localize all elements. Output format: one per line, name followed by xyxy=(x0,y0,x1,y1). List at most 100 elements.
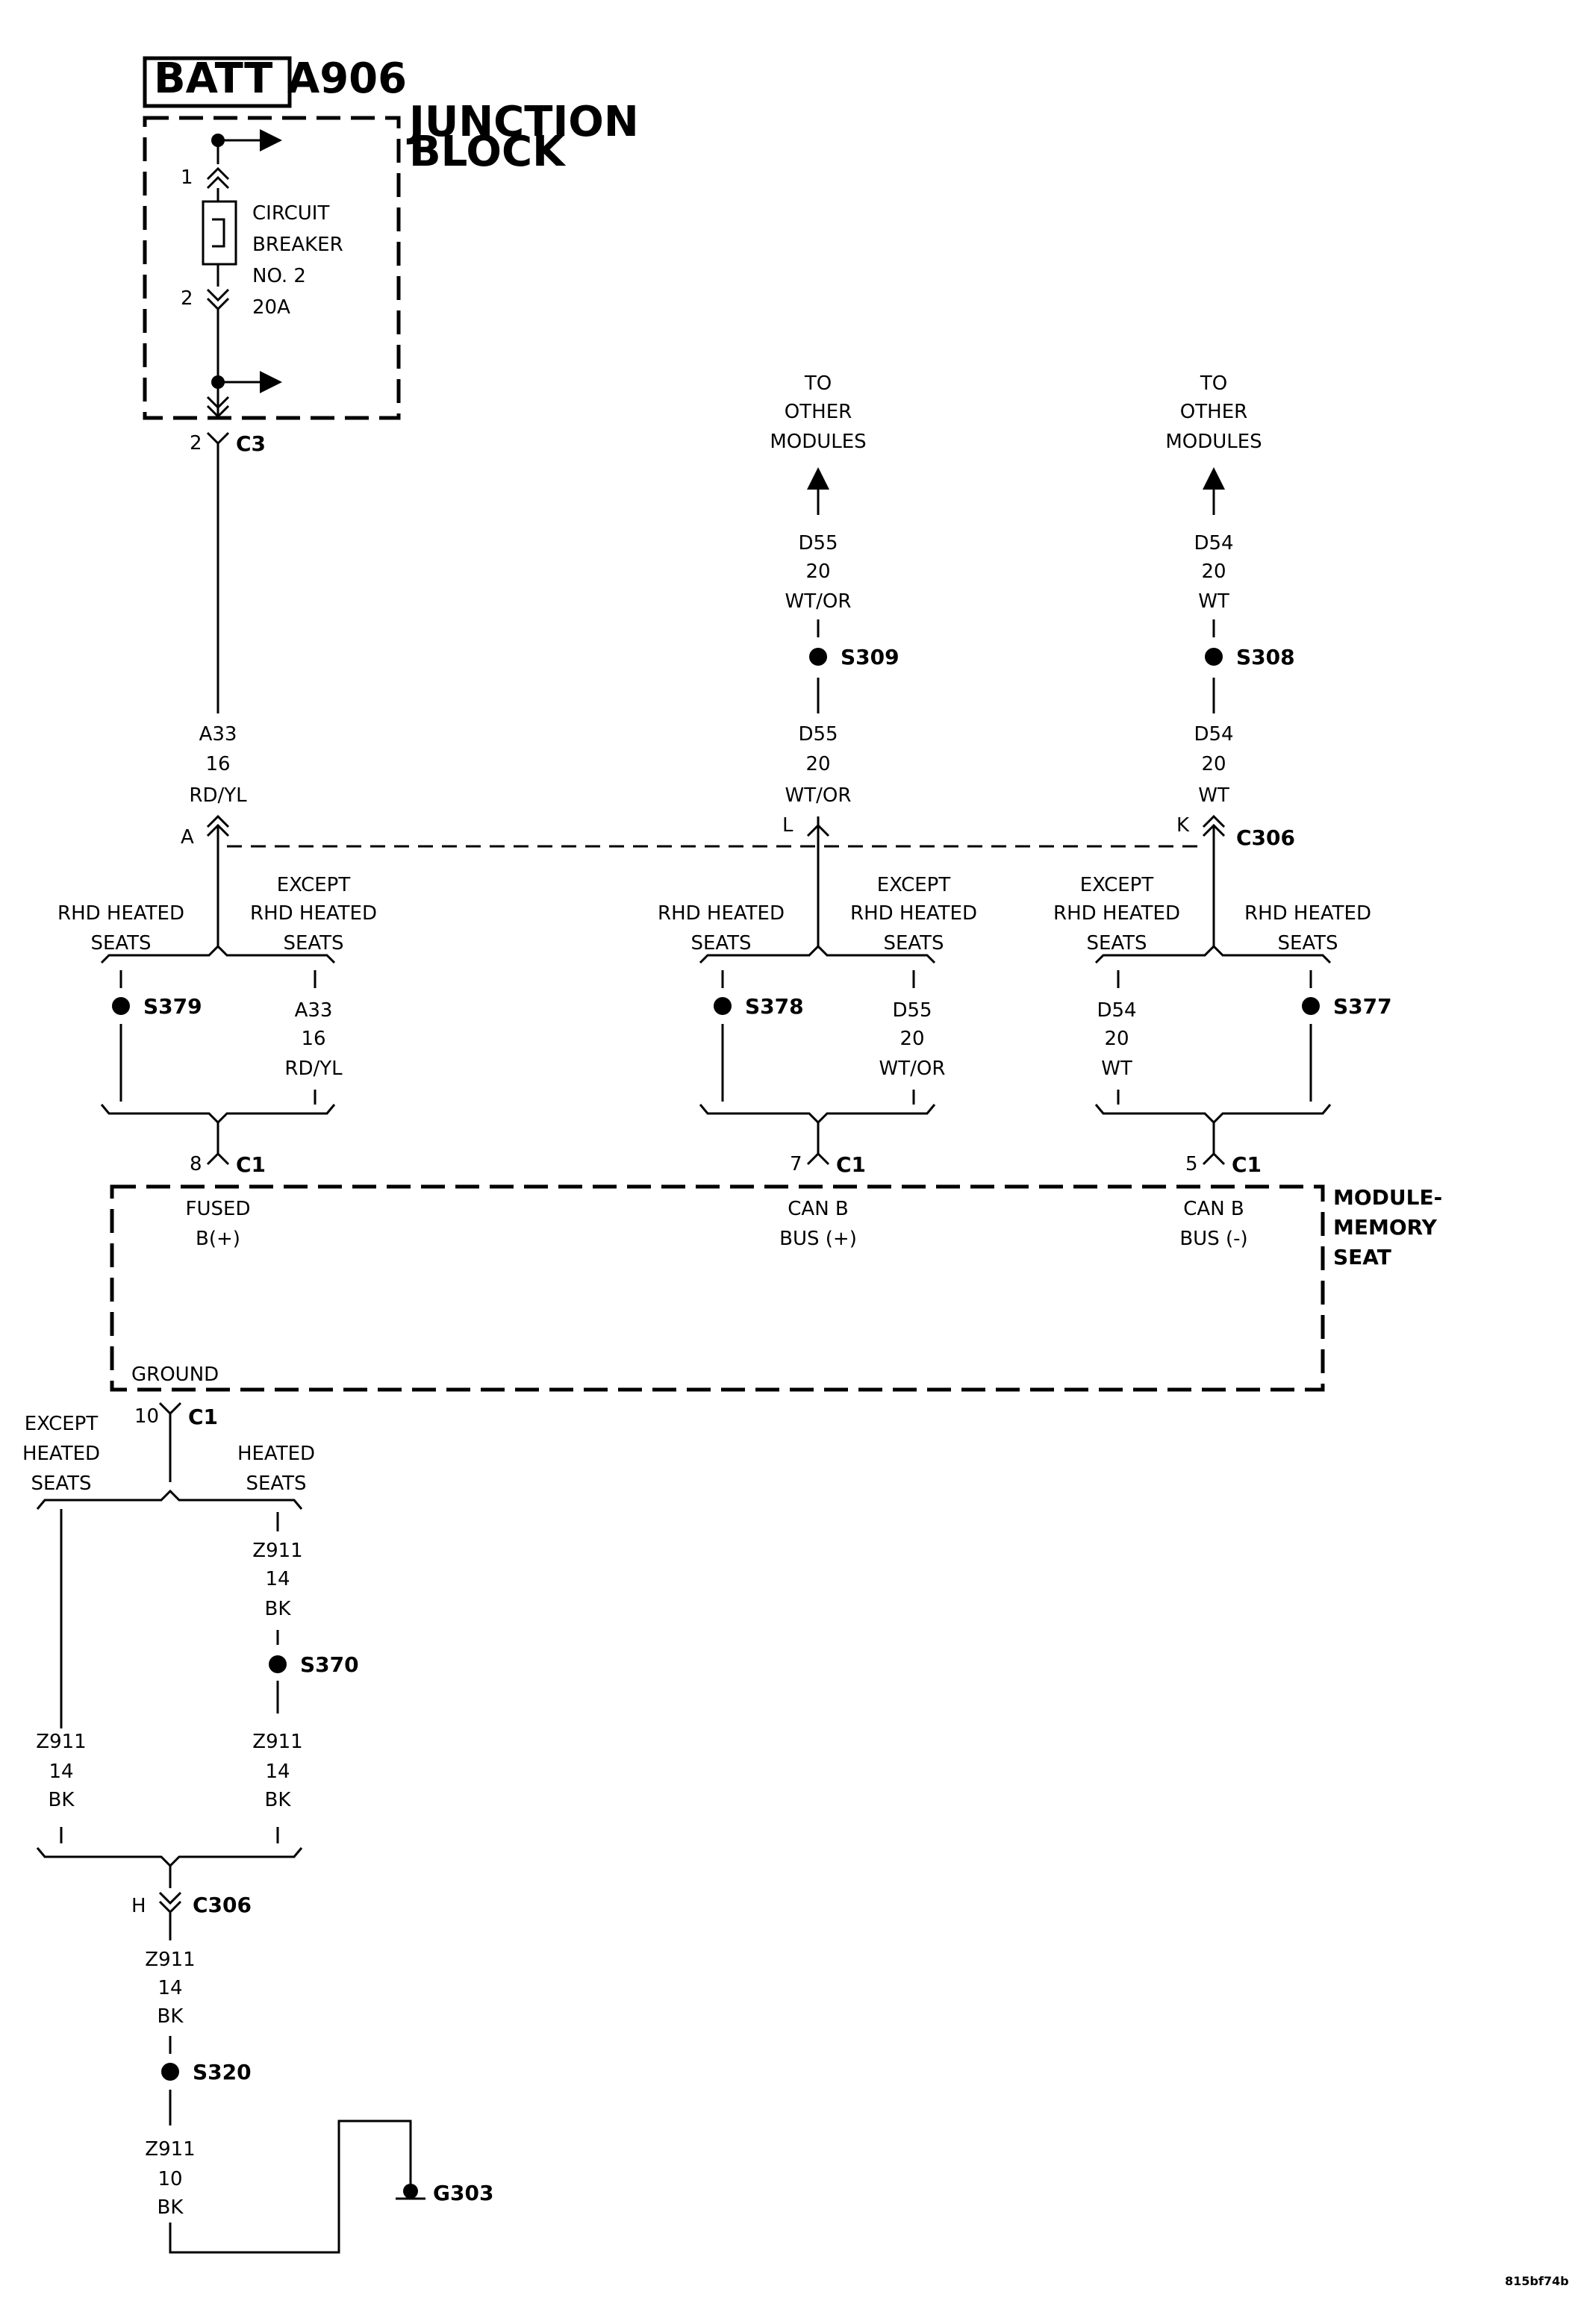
d54-to-modules-1: TO xyxy=(1200,372,1227,395)
breaker-label-3: NO. 2 xyxy=(252,265,306,287)
c1-pin-8: 8 xyxy=(190,1153,202,1175)
junction-block-border xyxy=(143,116,401,420)
z911-b-circuit: Z911 xyxy=(36,1731,86,1753)
module-label-1: MODULE- xyxy=(1333,1185,1442,1210)
c3-pin: 2 xyxy=(190,432,202,455)
d54-lower-gauge: 20 xyxy=(1104,1028,1129,1050)
module-canb-plus-1: CAN B xyxy=(788,1198,849,1220)
c306-pin-h: H xyxy=(131,1895,146,1917)
d54-mid-gauge: 20 xyxy=(1201,753,1226,775)
z911-e-color: BK xyxy=(158,2196,184,2219)
z911-c-color: BK xyxy=(265,1789,292,1811)
splice-s308-dot xyxy=(1205,648,1223,666)
z911-c-gauge: 14 xyxy=(265,1761,290,1783)
c3-connector xyxy=(206,431,230,713)
a33-upper-color: RD/YL xyxy=(189,784,247,807)
breaker-pin-2: 2 xyxy=(181,287,193,310)
c1-name-5: C1 xyxy=(1232,1152,1262,1177)
bus-dot-bottom xyxy=(211,375,225,389)
a33-upper-circuit: A33 xyxy=(199,723,237,746)
rhd-heated-3-line1: RHD HEATED xyxy=(1244,902,1371,925)
splice-s320: S320 xyxy=(193,2060,252,2084)
ground-g303: G303 xyxy=(433,2181,493,2205)
splice-s377-dot xyxy=(1302,997,1320,1015)
except-rhd-1-line3: SEATS xyxy=(283,932,343,955)
d55-top-circuit: D55 xyxy=(798,532,838,555)
splice-s378-dot xyxy=(714,997,732,1015)
z911-e-circuit: Z911 xyxy=(145,2138,195,2161)
breaker-label-2: BREAKER xyxy=(252,234,343,256)
c1-name-8: C1 xyxy=(236,1152,266,1177)
z911-d-gauge: 14 xyxy=(158,1977,182,1999)
c306-name: C306 xyxy=(1236,825,1295,850)
d55-mid-color: WT/OR xyxy=(785,784,852,807)
except-rhd-3-line2: RHD HEATED xyxy=(1053,902,1180,925)
rhd-heated-2-line2: SEATS xyxy=(690,932,751,955)
branch-a33 xyxy=(100,944,336,1166)
splice-s379: S379 xyxy=(143,994,202,1019)
splice-s309: S309 xyxy=(841,645,899,669)
bus-dot-top xyxy=(211,134,225,147)
d55-mid-circuit: D55 xyxy=(798,723,838,746)
rhd-heated-2-line1: RHD HEATED xyxy=(658,902,785,925)
z911-b-color: BK xyxy=(49,1789,75,1811)
except-rhd-1-line2: RHD HEATED xyxy=(250,902,377,925)
d55-to-modules-1: TO xyxy=(804,372,832,395)
except-heated-line1: EXCEPT xyxy=(25,1413,99,1435)
rhd-heated-1-line2: SEATS xyxy=(90,932,151,955)
module-ground-label: GROUND xyxy=(131,1364,219,1386)
z911-a-circuit: Z911 xyxy=(252,1540,302,1562)
d55-lower-circuit: D55 xyxy=(892,999,932,1022)
d54-top-gauge: 20 xyxy=(1201,560,1226,583)
except-rhd-2-line2: RHD HEATED xyxy=(850,902,977,925)
a33-lower-color: RD/YL xyxy=(284,1058,343,1080)
junction-block-label-1: JUNCTION xyxy=(406,98,639,146)
heated-line1: HEATED xyxy=(237,1443,315,1465)
d54-lower-color: WT xyxy=(1101,1058,1132,1080)
d54-top-circuit: D54 xyxy=(1194,532,1233,555)
splice-s309-dot xyxy=(809,648,827,666)
d54-to-modules-2: OTHER xyxy=(1180,401,1247,423)
d55-mid-gauge: 20 xyxy=(805,753,830,775)
c1-name-7: C1 xyxy=(836,1152,866,1177)
splice-s308: S308 xyxy=(1236,645,1295,669)
c3-name: C3 xyxy=(236,431,266,456)
z911-a-gauge: 14 xyxy=(265,1568,290,1590)
d55-to-modules-3: MODULES xyxy=(770,431,866,453)
splice-s370: S370 xyxy=(300,1652,359,1677)
module-canb-minus-1: CAN B xyxy=(1183,1198,1244,1220)
z911-d-color: BK xyxy=(158,2005,184,2028)
d54-lower-circuit: D54 xyxy=(1097,999,1136,1022)
module-label-2: MEMORY xyxy=(1333,1215,1438,1240)
ground-g303-dot xyxy=(403,2184,418,2199)
splice-s377: S377 xyxy=(1333,994,1392,1019)
module-fused-1: FUSED xyxy=(186,1198,251,1220)
splice-s379-dot xyxy=(112,997,130,1015)
module-canb-plus-2: BUS (+) xyxy=(779,1228,857,1250)
except-heated-line2: HEATED xyxy=(22,1443,100,1465)
d54-top-color: WT xyxy=(1198,590,1229,613)
d55-top-gauge: 20 xyxy=(805,560,830,583)
z911-d-circuit: Z911 xyxy=(145,1949,195,1971)
junction-block-label-2: BLOCK xyxy=(409,128,567,176)
rhd-heated-1-line1: RHD HEATED xyxy=(57,902,184,925)
except-rhd-2-line1: EXCEPT xyxy=(877,874,951,896)
z911-b-gauge: 14 xyxy=(49,1761,73,1783)
figure-id: 815bf74b xyxy=(1505,2274,1569,2288)
except-rhd-2-line3: SEATS xyxy=(883,932,944,955)
circuit-breaker xyxy=(202,129,282,419)
splice-s378: S378 xyxy=(745,994,804,1019)
breaker-label-1: CIRCUIT xyxy=(252,202,329,225)
c1-name-10: C1 xyxy=(188,1405,218,1429)
c1-pin-5: 5 xyxy=(1185,1153,1198,1175)
except-rhd-3-line3: SEATS xyxy=(1086,932,1147,955)
d54-mid-color: WT xyxy=(1198,784,1229,807)
z911-c-circuit: Z911 xyxy=(252,1731,302,1753)
breaker-pin-1: 1 xyxy=(181,166,193,189)
d55-to-modules-2: OTHER xyxy=(785,401,852,423)
module-label-3: SEAT xyxy=(1333,1245,1391,1269)
splice-s320-dot xyxy=(161,2063,179,2081)
z911-e-gauge: 10 xyxy=(158,2168,182,2190)
d54-to-modules-3: MODULES xyxy=(1165,431,1262,453)
